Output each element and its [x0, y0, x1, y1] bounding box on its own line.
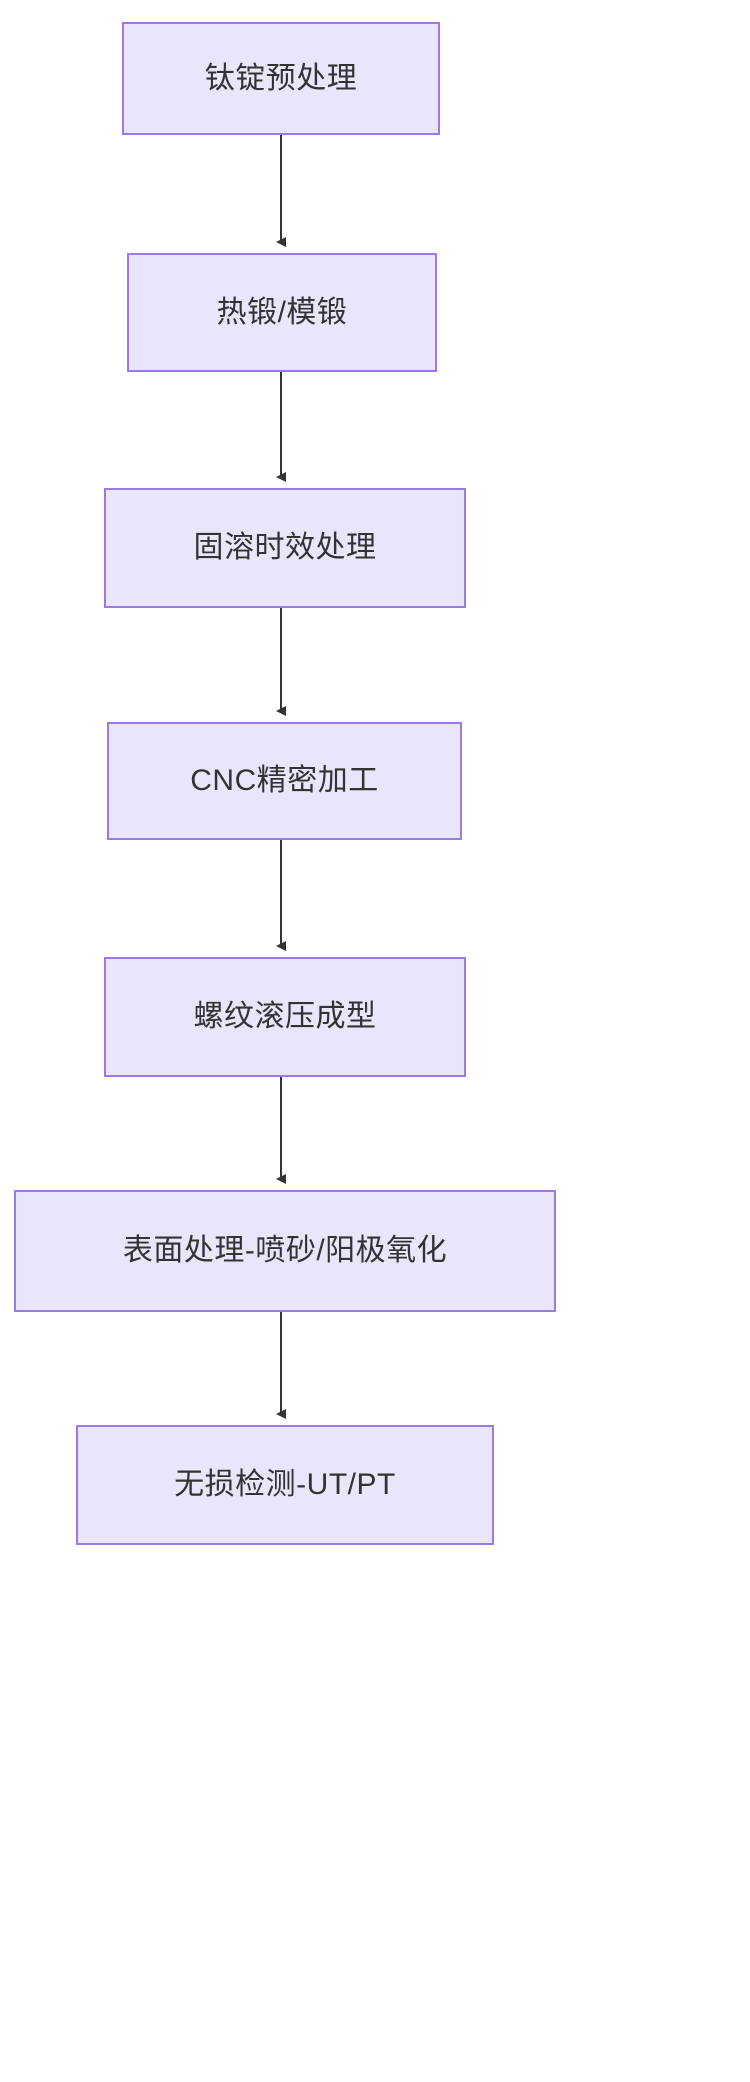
flow-node-6[interactable]: 表面处理-喷砂/阳极氧化 — [14, 1190, 556, 1312]
flow-node-label: CNC精密加工 — [190, 764, 379, 798]
flow-node-label: 表面处理-喷砂/阳极氧化 — [122, 1234, 448, 1268]
flow-node-label: 固溶时效处理 — [193, 531, 377, 565]
flow-node-4[interactable]: CNC精密加工 — [107, 722, 462, 840]
flow-node-label: 热锻/模锻 — [216, 295, 348, 329]
flow-node-3[interactable]: 固溶时效处理 — [104, 488, 466, 608]
flow-node-label: 无损检测-UT/PT — [174, 1468, 396, 1502]
flow-node-2[interactable]: 热锻/模锻 — [127, 253, 437, 372]
flow-node-label: 螺纹滚压成型 — [193, 1000, 377, 1034]
flow-node-7[interactable]: 无损检测-UT/PT — [76, 1425, 494, 1545]
flow-node-5[interactable]: 螺纹滚压成型 — [104, 957, 466, 1077]
flow-node-1[interactable]: 钛锭预处理 — [122, 22, 440, 135]
flow-node-label: 钛锭预处理 — [204, 61, 358, 95]
